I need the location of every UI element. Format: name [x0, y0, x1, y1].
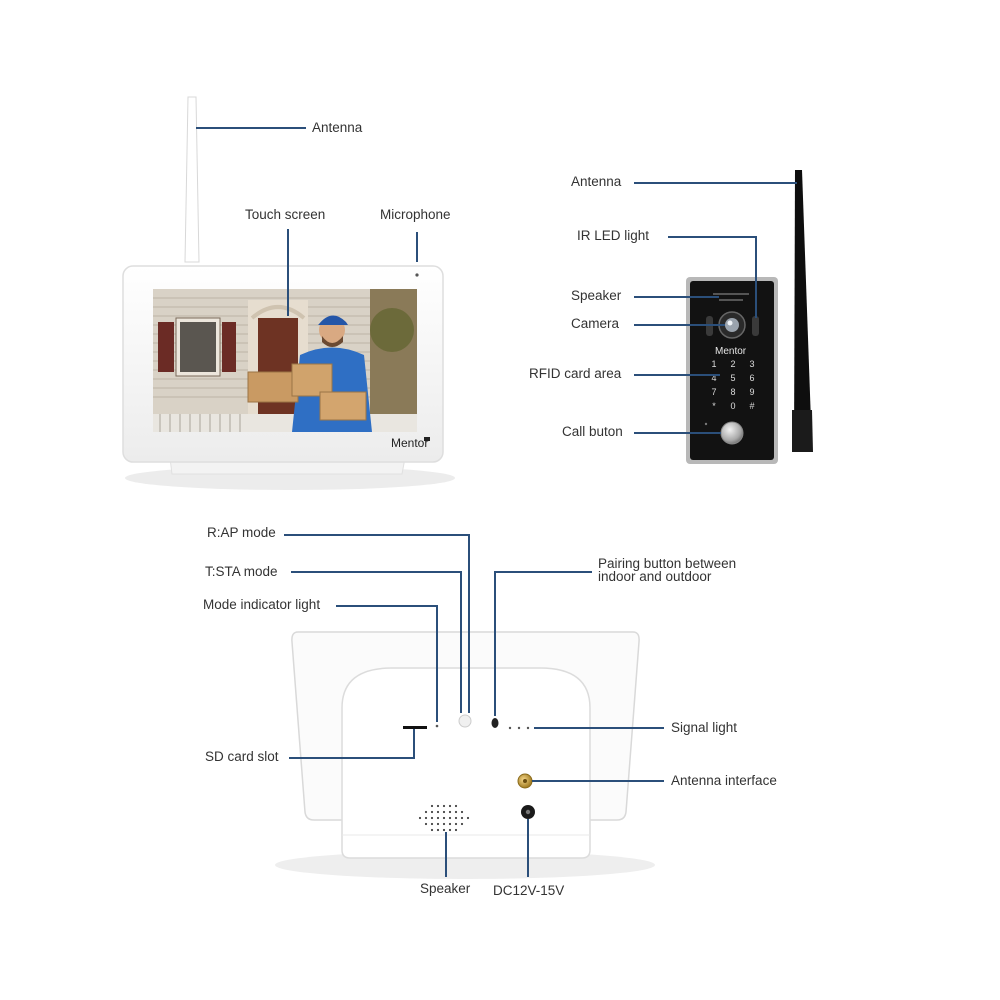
label-mode-indicator: Mode indicator light: [203, 597, 321, 612]
keypad-key: 8: [730, 387, 735, 397]
leader-pairing-button: [494, 571, 592, 716]
doorbell-keypad: 1 2 3 4 5 6 7 8 9 * 0 #: [711, 359, 754, 411]
signal-light-icon: [508, 726, 512, 730]
doorbell-speaker-grille-icon: [713, 293, 749, 295]
outdoor-doorbell: Mentor 1 2 3 4 5 6 7 8 9 * 0 #: [686, 170, 813, 464]
label-pairing-button: Pairing button between indoor and outdoo…: [598, 556, 737, 584]
indoor-monitor: Mentor: [122, 96, 455, 490]
keypad-key: #: [749, 401, 754, 411]
label-sd-card-slot: SD card slot: [205, 749, 279, 764]
ir-led-right-icon: [752, 316, 759, 336]
label-ap-mode: R:AP mode: [207, 525, 276, 540]
label-speaker-doorbell: Speaker: [571, 288, 622, 303]
keypad-key: 5: [730, 373, 735, 383]
keypad-key: *: [712, 401, 716, 411]
mode-indicator-light-icon: [435, 724, 439, 728]
doorbell-brand-logo: Mentor: [715, 346, 747, 357]
sd-card-slot-icon: [403, 726, 427, 729]
label-antenna-doorbell: Antenna: [571, 174, 622, 189]
screen-scene: [153, 289, 417, 432]
leader-sd-card: [289, 729, 415, 759]
keypad-key: 4: [711, 373, 716, 383]
monitor-back: [275, 631, 655, 879]
label-ir-led: IR LED light: [577, 228, 650, 243]
keypad-key: 0: [730, 401, 735, 411]
leader-ir-led: [668, 236, 757, 318]
label-speaker-back: Speaker: [420, 881, 471, 896]
doorbell-antenna-icon: [794, 170, 812, 450]
microphone-hole-icon: [415, 273, 419, 277]
label-touch-screen: Touch screen: [245, 207, 326, 222]
keypad-key: 9: [749, 387, 754, 397]
leader-ap-mode: [284, 534, 470, 713]
label-antenna-interface: Antenna interface: [671, 773, 777, 788]
label-camera: Camera: [571, 316, 620, 331]
call-button-icon: [720, 421, 744, 445]
label-microphone: Microphone: [380, 207, 451, 222]
label-antenna-monitor: Antenna: [312, 120, 363, 135]
monitor-antenna-icon: [184, 96, 200, 263]
monitor-brand-logo: Mentor: [391, 436, 428, 450]
leader-sta-mode: [291, 571, 462, 713]
keypad-key: 3: [749, 359, 754, 369]
keypad-key: 1: [711, 359, 716, 369]
label-dc-power: DC12V-15V: [493, 883, 565, 898]
keypad-key: 7: [711, 387, 716, 397]
label-sta-mode: T:STA mode: [205, 564, 278, 579]
monitor-back-stand: [341, 667, 591, 859]
speaker-grille-icon: [418, 804, 470, 832]
mode-switch-icon: [458, 714, 472, 728]
leader-lines: [196, 127, 797, 877]
keypad-key: 6: [749, 373, 754, 383]
pairing-button-icon: [491, 718, 499, 728]
label-call-button: Call buton: [562, 424, 623, 439]
label-rfid: RFID card area: [529, 366, 622, 381]
leader-mode-indicator: [336, 605, 438, 722]
keypad-key: 2: [730, 359, 735, 369]
label-signal-light: Signal light: [671, 720, 738, 735]
